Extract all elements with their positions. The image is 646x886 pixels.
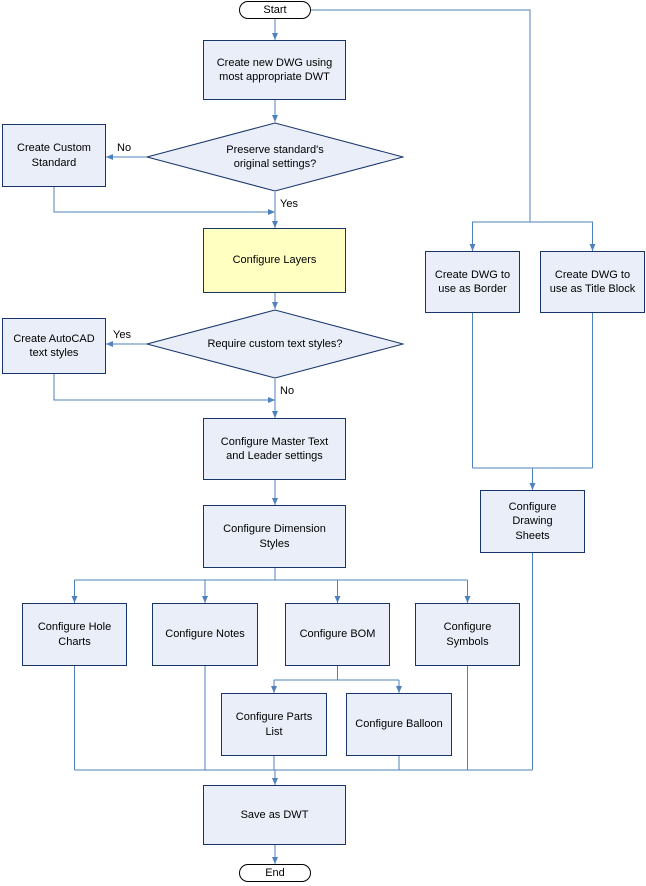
node-configure-layers: Configure Layers [203, 228, 346, 293]
node-save-as-dwt: Save as DWT [203, 785, 346, 845]
edge-label-no: No [116, 142, 133, 154]
connector-autocad-merge [53, 374, 275, 403]
node-create-autocad-text-styles: Create AutoCAD text styles [2, 318, 106, 374]
connector-start-to-title-block [530, 221, 596, 251]
node-create-new-dwg: Create new DWG using most appropriate DW… [203, 40, 346, 100]
decision-diamond [146, 122, 404, 192]
edge-label-no: No [279, 385, 296, 397]
connector-custom-standard-merge [53, 187, 275, 215]
node-label: Require custom text styles? [207, 337, 343, 350]
edge-label-yes: Yes [279, 198, 299, 210]
node-create-custom-standard: Create Custom Standard [2, 124, 106, 187]
node-create-dwg-border: Create DWG to use as Border [425, 251, 520, 313]
node-end: End [239, 864, 311, 882]
decision-diamond [146, 309, 404, 379]
node-start: Start [239, 1, 311, 19]
edge-label-yes: Yes [112, 329, 132, 341]
node-configure-notes: Configure Notes [152, 603, 258, 666]
node-configure-parts-list: Configure Parts List [221, 693, 327, 756]
node-require-text-styles-decision: Require custom text styles? [146, 309, 404, 379]
node-configure-hole-charts: Configure Hole Charts [22, 603, 127, 666]
node-label: Preserve standard's original settings? [226, 143, 324, 170]
node-configure-symbols: Configure Symbols [415, 603, 520, 666]
node-configure-bom: Configure BOM [285, 603, 390, 666]
node-configure-master-text: Configure Master Text and Leader setting… [203, 418, 346, 480]
node-configure-balloon: Configure Balloon [346, 693, 452, 756]
node-create-dwg-title-block: Create DWG to use as Title Block [540, 251, 645, 313]
node-configure-drawing-sheets: Configure Drawing Sheets [480, 490, 585, 553]
node-preserve-settings-decision: Preserve standard's original settings? [146, 122, 404, 192]
node-configure-dimension-styles: Configure Dimension Styles [203, 505, 346, 568]
